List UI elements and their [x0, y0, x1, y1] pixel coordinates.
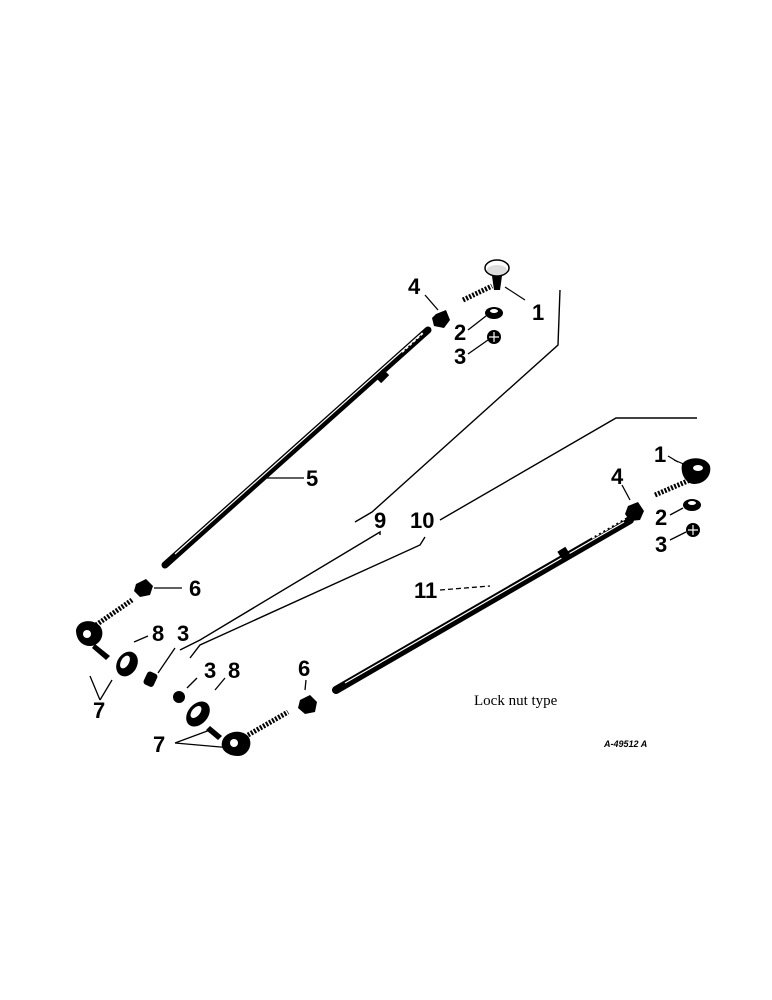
callout-lower-washer: 2	[655, 505, 667, 530]
callout-upper-washer: 2	[454, 320, 466, 345]
callout-lower-rod: 11	[414, 578, 437, 603]
callout-lower-castle-nut: 3	[655, 532, 667, 557]
upper-left-ball-joint	[76, 597, 134, 660]
callout-group-9: 9	[374, 508, 386, 533]
upper-castle-nut	[487, 330, 501, 344]
lower-castle-nut	[686, 523, 700, 537]
upper-rod	[161, 326, 432, 569]
callout-lower-washer-left: 8	[228, 658, 240, 683]
callout-lower-nut-left: 3	[204, 658, 216, 683]
lower-rod	[332, 516, 634, 694]
callout-lower-rod-nut: 6	[298, 656, 310, 681]
callout-upper-lower-nut: 6	[189, 576, 201, 601]
callout-upper-castle-nut: 3	[454, 344, 466, 369]
callout-upper-nut-left: 3	[177, 621, 189, 646]
drawing-number: A-49512 A	[603, 739, 647, 749]
callout-upper-washer-left: 8	[152, 621, 164, 646]
lower-left-nut	[173, 691, 185, 703]
upper-lower-nut	[134, 579, 153, 597]
upper-left-washer	[116, 651, 138, 677]
upper-jam-nut	[432, 310, 450, 328]
group-bracket-lines	[179, 289, 697, 659]
callout-lower-ball-joint: 7	[153, 732, 165, 757]
lower-left-washer	[186, 701, 210, 727]
upper-rod-end	[461, 259, 526, 303]
lower-left-rod-nut	[298, 695, 317, 714]
upper-tie-rod-assembly	[76, 259, 526, 687]
diagram-caption: Lock nut type	[474, 693, 558, 709]
callout-lower-jam-nut: 4	[611, 464, 624, 489]
lower-left-ball-joint	[206, 709, 290, 756]
lower-tie-rod-assembly	[173, 458, 711, 756]
callout-upper-jam-nut: 4	[408, 274, 421, 299]
callout-upper-rod: 5	[306, 466, 318, 491]
lower-jam-nut	[625, 502, 644, 521]
callout-labels: 1 2 3 4 5 6 7 8 3 9 10 1 2 3 4 11 6 7 8 …	[93, 274, 667, 757]
callout-group-10: 10	[410, 508, 434, 533]
leader-lines	[89, 294, 687, 749]
upper-left-nut	[143, 671, 158, 687]
callout-lower-rod-end: 1	[654, 442, 666, 467]
callout-upper-rod-end: 1	[532, 300, 544, 325]
callout-upper-ball-joint: 7	[93, 698, 105, 723]
